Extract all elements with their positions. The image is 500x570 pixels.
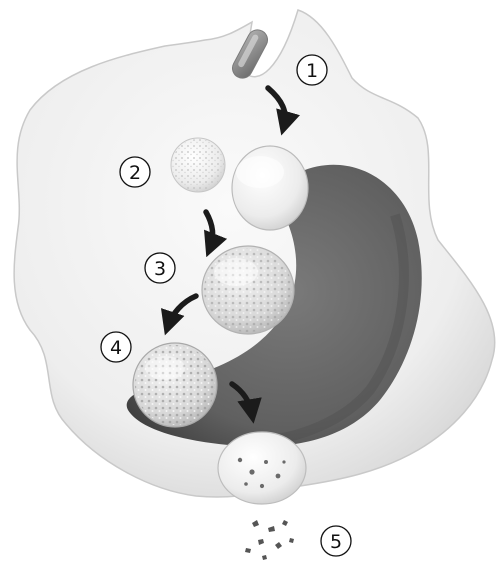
step-label-3: 3: [145, 253, 175, 283]
residual-body: [218, 432, 306, 504]
expelled-debris: [245, 520, 294, 560]
svg-text:4: 4: [110, 337, 122, 359]
phagolysosome: [202, 246, 294, 334]
digestion-vesicle: [133, 343, 217, 427]
step-label-5: 5: [321, 526, 351, 556]
svg-text:3: 3: [154, 258, 166, 280]
svg-text:5: 5: [330, 531, 342, 553]
phagosome: [232, 146, 308, 230]
step-label-1: 1: [297, 55, 327, 85]
step-label-4: 4: [101, 332, 131, 362]
step-label-2: 2: [120, 157, 150, 187]
svg-text:2: 2: [129, 162, 141, 184]
lysosome: [171, 138, 225, 192]
svg-text:1: 1: [306, 60, 318, 82]
